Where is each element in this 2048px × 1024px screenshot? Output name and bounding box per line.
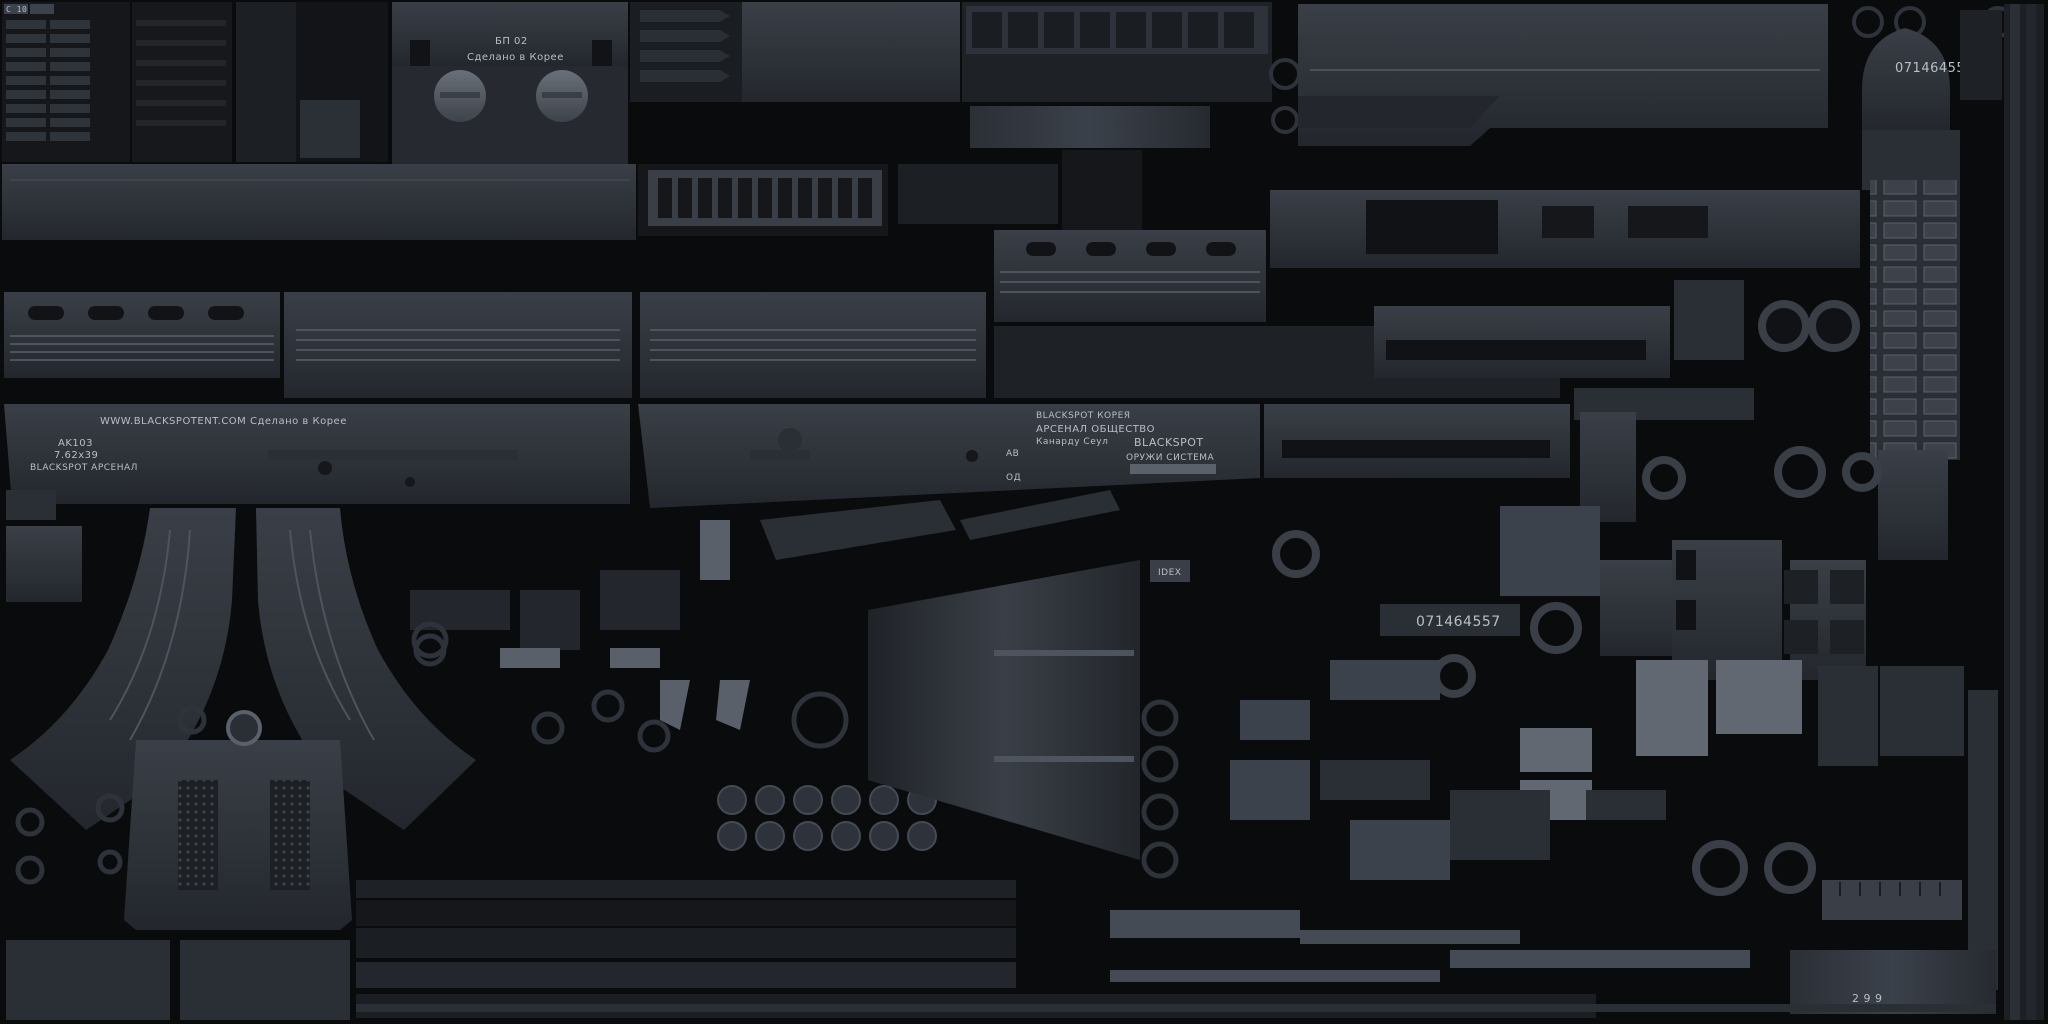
plate-stamp-line1: БП 02 [495, 36, 528, 47]
brand-label: BLACKSPOT [1134, 436, 1204, 449]
receiver-left: WWW.BLACKSPOTENT.COM Сделано в Корее AK1… [4, 404, 630, 504]
arsenal-label: BLACKSPOT АРСЕНАЛ [30, 463, 138, 473]
serial-mid: 071464557 [1416, 614, 1501, 630]
vent-block [648, 170, 882, 226]
plate-stamp-line2: Сделано в Корее [467, 52, 564, 63]
idex-label: IDEX [1158, 568, 1181, 578]
stock-wedge [868, 560, 1140, 860]
bottom-right-strip: 2 9 9 [1790, 880, 1996, 1014]
receiver-made-in: Сделано в Корее [250, 416, 347, 427]
rivet-grid [717, 785, 937, 851]
serial-plate: 071464557 [1380, 604, 1520, 636]
model-label: AK103 [58, 438, 93, 449]
buttstock-plate: 071464557 [1862, 28, 1974, 460]
weapon-system-label: ОРУЖИ СИСТЕМА [1126, 453, 1215, 463]
brand-korea: BLACKSPOT КОРЕЯ [1036, 411, 1131, 421]
receiver-right: BLACKSPOT КОРЕЯ АРСЕНАЛ ОБЩЕСТВО Канарду… [638, 404, 1260, 508]
serial-top: 071464557 [1895, 61, 1974, 76]
receiver-cover [1298, 4, 1828, 146]
receiver-url: WWW.BLACKSPOTENT.COM [100, 416, 246, 427]
pistol-grip [124, 710, 352, 930]
selector-auto-label: АВ [1006, 449, 1019, 459]
top-stamped-plate: БП 02 Сделано в Корее [392, 2, 628, 166]
selector-single-label: ОД [1006, 473, 1021, 483]
customer-label: Канарду Сеул [1036, 437, 1108, 447]
caliber-label: 7.62x39 [54, 450, 98, 461]
bottom-number: 2 9 9 [1852, 992, 1883, 1005]
upper-handguard [994, 230, 1266, 322]
lower-handguard [4, 292, 280, 378]
arsenal-society: АРСЕНАЛ ОБЩЕСТВО [1036, 424, 1155, 435]
code-grid: C 10 [2, 2, 130, 162]
code-label: C 10 [6, 5, 27, 14]
